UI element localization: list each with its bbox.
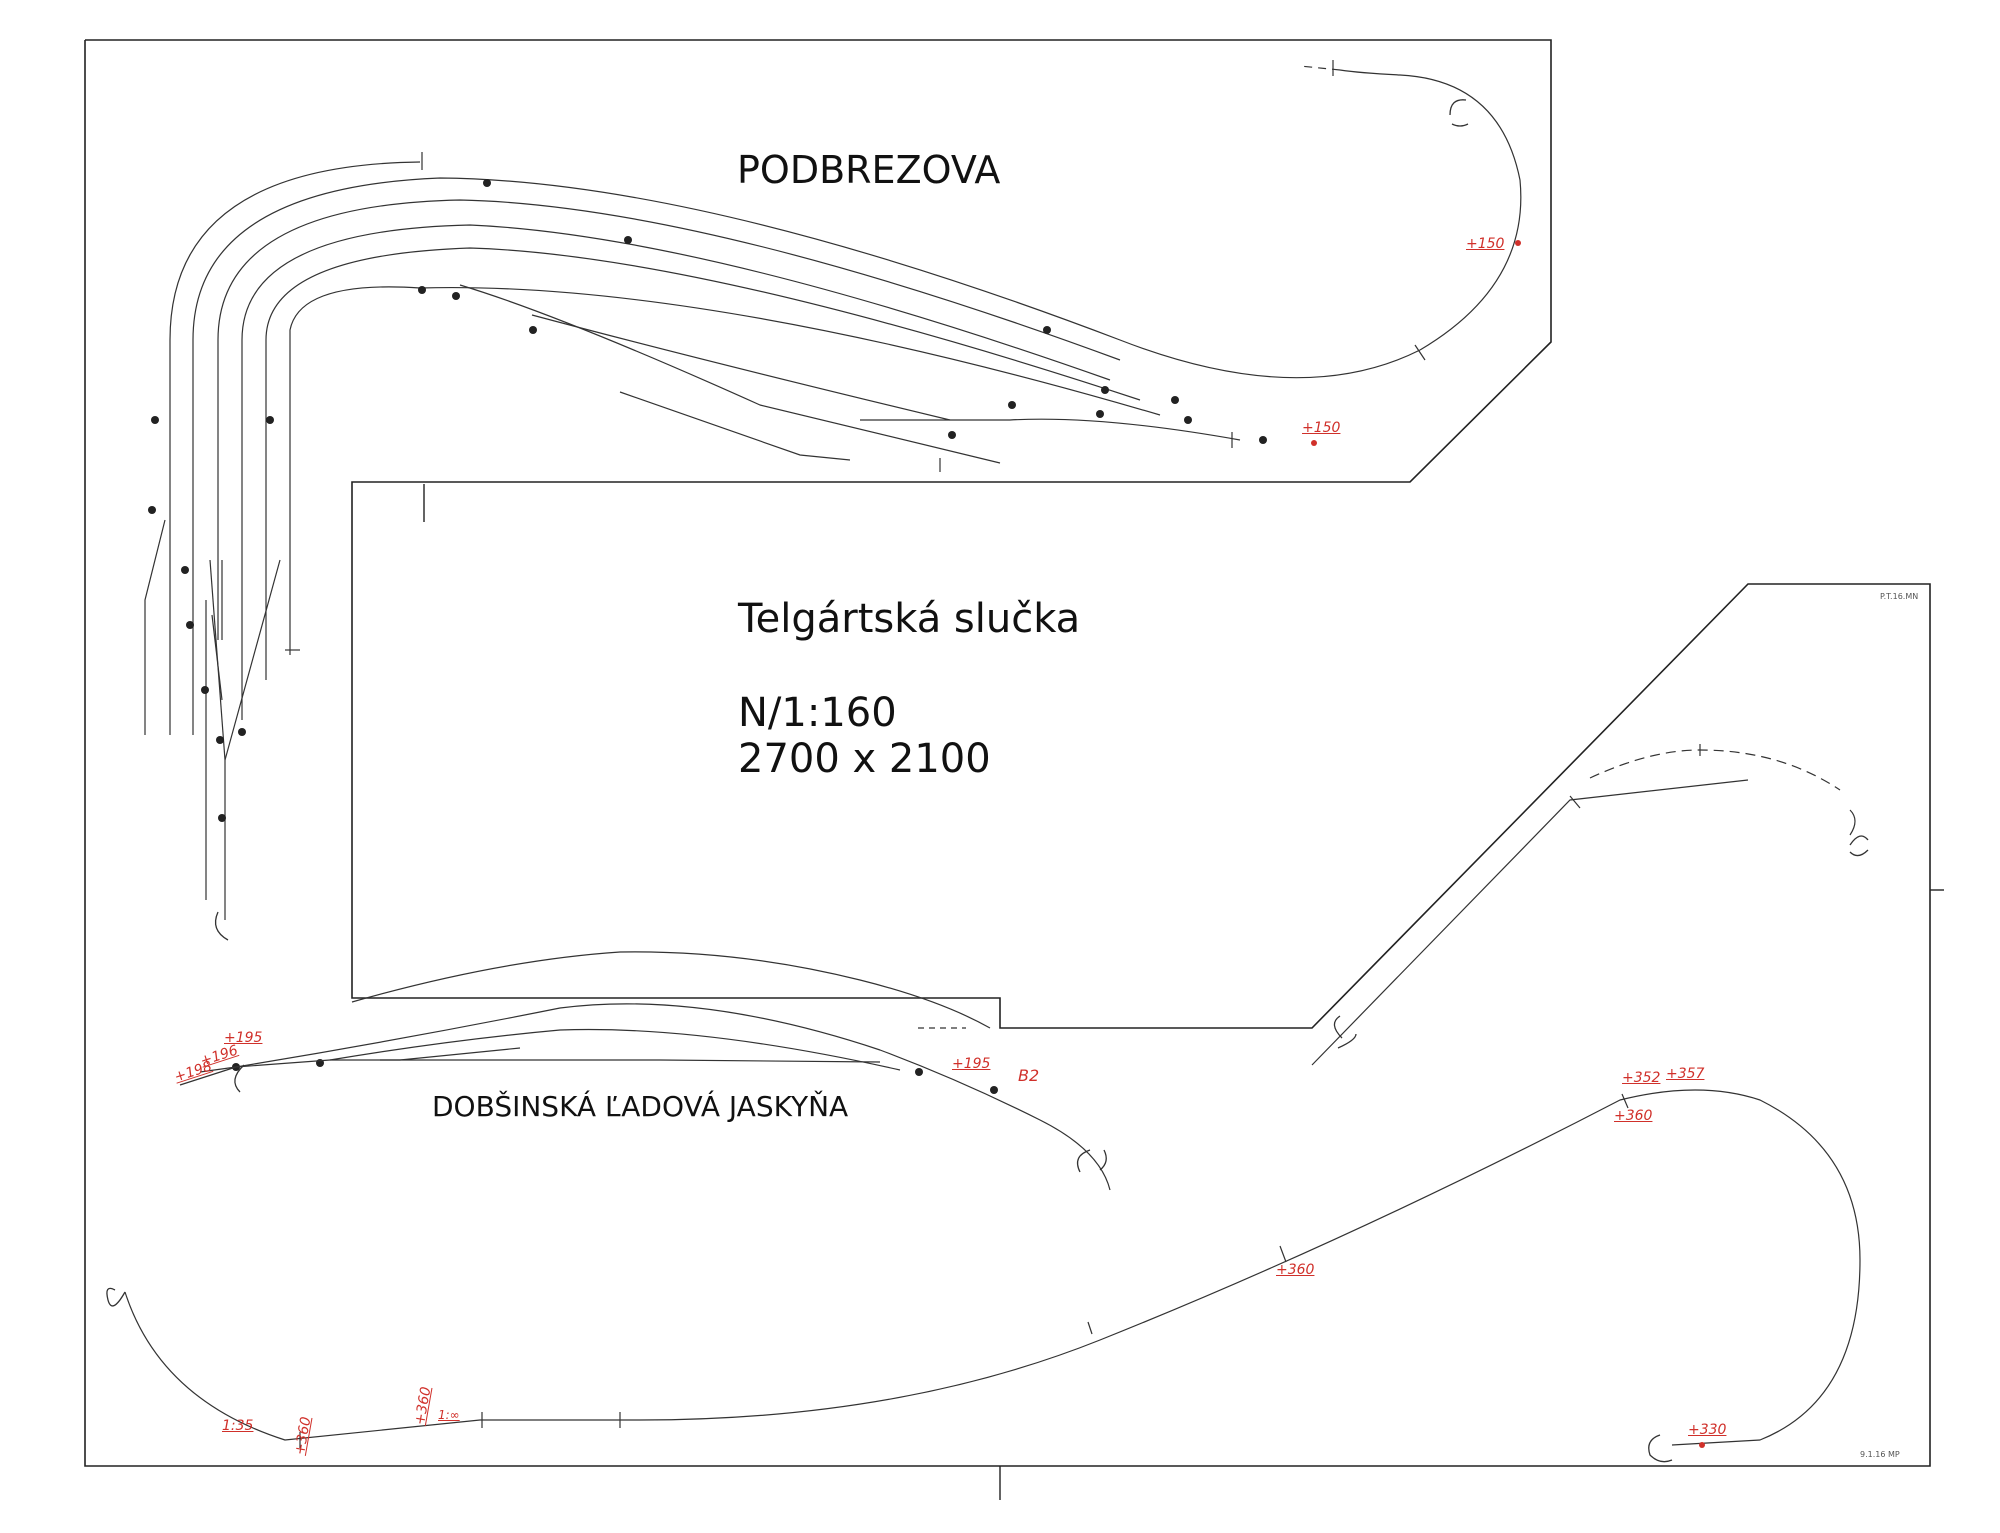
station-title-dobsinska: DOBŠINSKÁ ĽADOVÁ JASKYŇA: [432, 1090, 849, 1123]
ramp-section-ticks: [299, 744, 1701, 1448]
grade-mark-135: 1:35: [222, 1418, 254, 1434]
height-mark-top-exit: +150: [1302, 420, 1341, 436]
corner-note-bottom: 9.1.16 MP: [1860, 1450, 1900, 1459]
height-mark-upper-357: +357: [1666, 1066, 1705, 1082]
dimensions-label: 2700 x 2100: [738, 736, 991, 782]
dobsinska-station-tracks: [179, 951, 1111, 1191]
height-mark-upper-352: +352: [1622, 1070, 1661, 1086]
height-mark-top-loop: +150: [1466, 236, 1505, 252]
plan-title: Telgártská slučka: [738, 596, 1081, 642]
height-mark-left-195: +195: [224, 1030, 263, 1046]
block-label-b2: B2: [1018, 1066, 1040, 1085]
height-mark-dots: [1311, 240, 1705, 1448]
station-title-podbrezova: PODBREZOVA: [737, 148, 1001, 192]
height-mark-mid-360: +360: [1276, 1262, 1315, 1278]
board-outline: [84, 39, 1931, 1467]
turnout-markers: [148, 179, 1267, 1094]
grade-mark-level: 1:∞: [438, 1408, 460, 1422]
height-mark-mid-195: +195: [952, 1056, 991, 1072]
scale-label: N/1:160: [738, 690, 897, 736]
height-mark-bottom-330: +330: [1688, 1422, 1727, 1438]
height-mark-upper-360: +360: [1614, 1108, 1653, 1124]
loop-end-caps: [106, 99, 1869, 1463]
podbrezova-station-tracks: [144, 65, 1522, 920]
corner-note-top: P.T.16.MN: [1880, 592, 1919, 601]
outline-ticks: [423, 484, 1944, 1500]
podbrezova-buffer-stops: [285, 60, 1426, 651]
